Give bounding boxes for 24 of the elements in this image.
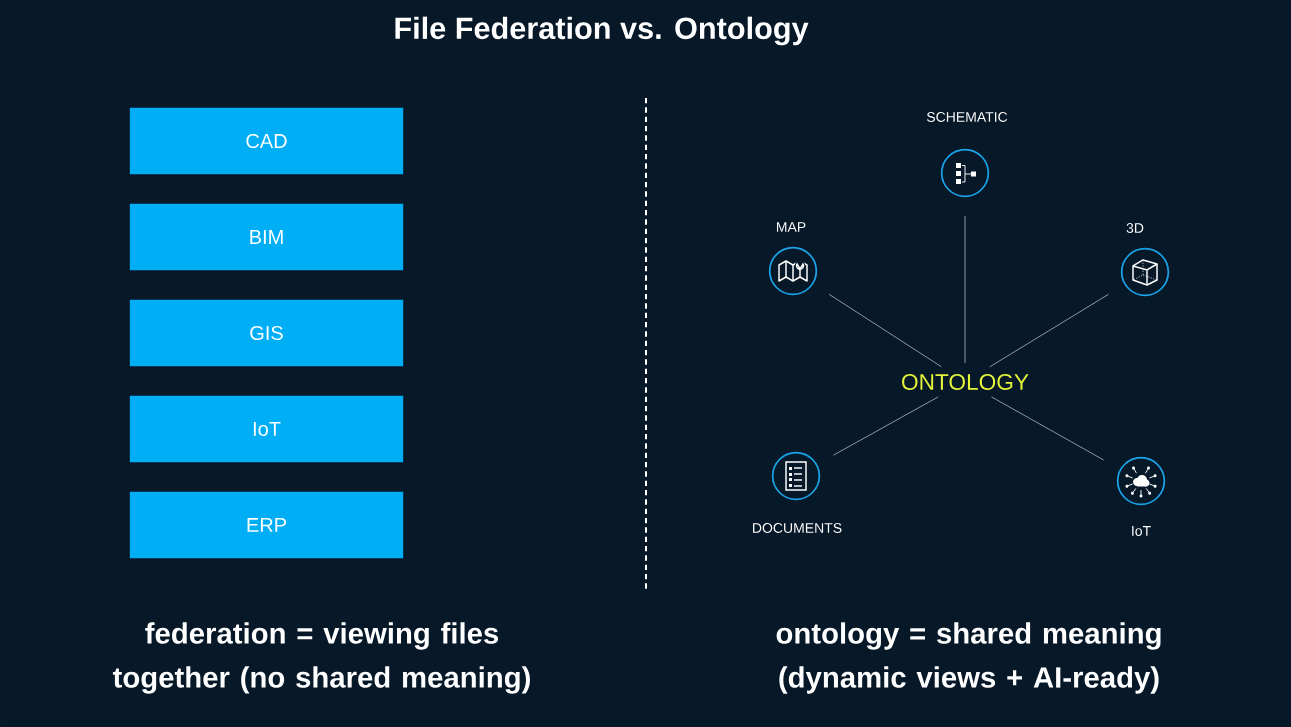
- connector-line: [964, 215, 966, 364]
- icon-circle: [1120, 247, 1170, 297]
- icon-circle: [940, 148, 990, 198]
- icon-circle: [771, 451, 821, 501]
- center-label: ONTOLOGY: [902, 373, 1029, 391]
- connector-line: [833, 396, 939, 456]
- system-box: IoT: [129, 395, 404, 463]
- caption-text: federation = viewing files together (no shared meaning): [112, 622, 530, 694]
- icon-label: DOCUMENTS: [753, 523, 842, 533]
- icon-label: SCHEMATIC: [926, 112, 1008, 122]
- icon-label: IoT: [1132, 526, 1151, 536]
- icon-circle: [1116, 456, 1166, 506]
- connector-line: [989, 293, 1109, 368]
- icon-circle: [768, 246, 818, 296]
- caption-text: ontology = shared meaning (dynamic views + AI-ready): [776, 622, 1161, 694]
- system-box: BIM: [129, 203, 404, 271]
- icon-label: 3D: [1126, 223, 1144, 233]
- title: File Federation vs. Ontology: [395, 16, 809, 46]
- icon-label: MAP: [777, 222, 806, 232]
- system-box: GIS: [129, 299, 404, 367]
- connector-line: [828, 293, 942, 368]
- system-box: CAD: [129, 107, 404, 175]
- system-box: ERP: [129, 491, 404, 559]
- connector-line: [991, 396, 1105, 461]
